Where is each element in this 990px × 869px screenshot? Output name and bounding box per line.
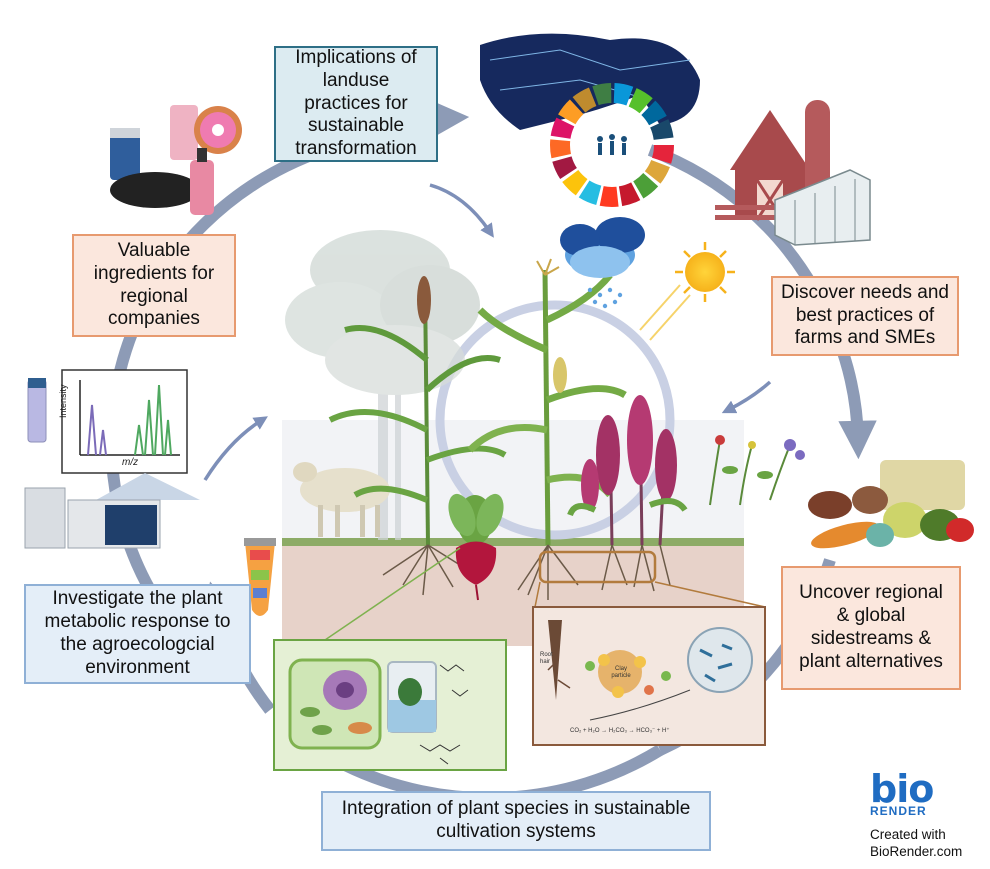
soil-connector bbox=[534, 581, 541, 608]
root-zone-highlight bbox=[538, 550, 657, 584]
created-line-1: Created with bbox=[870, 827, 946, 842]
label-landuse: Implications of landuse practices for su… bbox=[274, 46, 438, 162]
biorender-branding: bio RENDER Created with BioRender.com bbox=[870, 767, 980, 860]
label-discover: Discover needs and best practices of far… bbox=[771, 276, 959, 356]
created-with-text: Created with BioRender.com bbox=[870, 826, 980, 860]
beetroot-plant bbox=[448, 493, 504, 601]
herbs-illustration bbox=[709, 435, 805, 506]
amaranth-plant bbox=[567, 395, 688, 592]
sorghum-plant bbox=[328, 276, 507, 596]
soil-equation: CO₂ + H₂O → H₂CO₃ → HCO₃⁻ + H⁺ bbox=[570, 728, 670, 734]
spectrum-ylabel: Intensity bbox=[58, 384, 68, 418]
farm-illustration bbox=[715, 100, 871, 246]
mass-spectrum-panel bbox=[61, 369, 188, 474]
biorender-logo: bio bbox=[870, 767, 934, 811]
clay-particle-label: Clay particle bbox=[611, 666, 631, 679]
sheep-illustration bbox=[293, 462, 390, 537]
label-ingredients: Valuable ingredients for regional compan… bbox=[72, 234, 236, 337]
label-investigate: Investigate the plant metabolic response… bbox=[24, 584, 251, 684]
spectrum-xlabel: m/z bbox=[122, 457, 139, 468]
world-sdg-illustration bbox=[480, 33, 700, 207]
inner-arrows bbox=[203, 183, 772, 481]
soil-inset-panel bbox=[532, 606, 766, 746]
cell-inset-panel bbox=[273, 639, 507, 771]
label-integration: Integration of plant species in sustaina… bbox=[321, 791, 711, 851]
biorender-logo-sub: RENDER bbox=[870, 804, 927, 818]
created-line-2: BioRender.com bbox=[870, 844, 963, 859]
lc-ms-instrument bbox=[24, 378, 200, 549]
weather-illustration bbox=[560, 217, 735, 341]
sidestreams-illustration bbox=[808, 460, 974, 549]
root-hair-label: Root hair bbox=[540, 652, 553, 665]
products-illustration bbox=[110, 105, 242, 215]
soil-connector-right bbox=[654, 581, 766, 608]
rainbow-tube bbox=[244, 538, 276, 616]
cell-connector bbox=[324, 547, 461, 641]
label-uncover: Uncover regional & global sidestreams & … bbox=[781, 566, 961, 690]
